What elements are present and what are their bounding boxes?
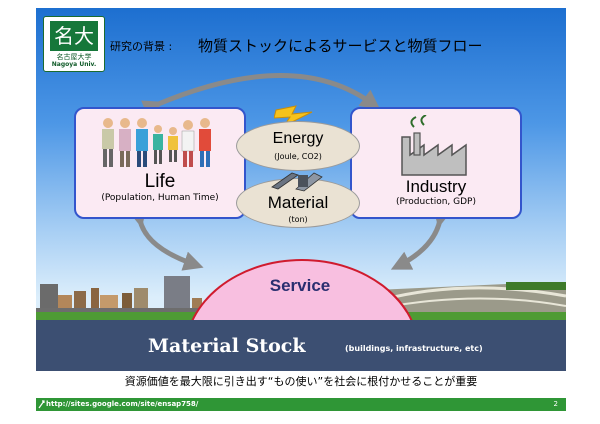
logo-mark-icon: 名大 — [50, 21, 98, 51]
people-icon — [102, 118, 211, 167]
service-label: Service — [269, 276, 331, 295]
steel-beams-icon — [271, 172, 323, 192]
university-logo: 名大 名古屋大学 Nagoya Univ. — [43, 16, 105, 72]
flow-arrow-right — [390, 206, 453, 270]
material-stock-label: Material Stock — [148, 335, 306, 357]
material-label: Material — [267, 193, 329, 212]
city-skyline-icon — [36, 276, 211, 312]
life-box: Life (Population, Human Time) — [74, 107, 246, 219]
slide-title-prefix: 研究の背景 : — [110, 40, 173, 53]
material-stock-sublabel: (buildings, infrastructure, etc) — [345, 344, 483, 353]
life-label: Life — [144, 171, 176, 192]
highway-icon — [366, 282, 566, 312]
footer-bar: http://sites.google.com/site/ensap758/ 2 — [36, 398, 566, 411]
logo-text: 名古屋大学 — [56, 53, 92, 61]
material-stock-band — [36, 320, 566, 372]
energy-label: Energy — [272, 130, 324, 147]
flow-arrow-left — [127, 206, 204, 271]
industry-label: Industry — [405, 177, 467, 196]
energy-sublabel: (Joule, CO2) — [274, 152, 322, 161]
footer-url[interactable]: http://sites.google.com/site/ensap758/ — [46, 400, 199, 408]
life-sublabel: (Population, Human Time) — [101, 193, 219, 203]
energy-node: Energy (Joule, CO2) — [236, 121, 360, 171]
logo-text-en: Nagoya Univ. — [51, 61, 97, 68]
link-icon — [38, 400, 45, 409]
slide-title: 物質ストックによるサービスと物質フロー — [198, 37, 483, 55]
material-sublabel: (ton) — [288, 215, 308, 224]
flow-arrow-top — [141, 73, 381, 119]
slide-caption: 資源価値を最大限に引き出す“もの使い”を社会に根付かせることが重要 — [36, 371, 566, 394]
slide-artwork — [36, 73, 566, 320]
page-number: 2 — [553, 400, 558, 408]
factory-icon — [401, 115, 467, 176]
industry-sublabel: (Production, GDP) — [396, 197, 476, 207]
lightning-icon — [274, 105, 313, 128]
industry-box: Industry (Production, GDP) — [350, 107, 522, 219]
slide: 名大 名古屋大学 Nagoya Univ. 研究の背景 : 物質ストックによるサ… — [36, 8, 566, 394]
